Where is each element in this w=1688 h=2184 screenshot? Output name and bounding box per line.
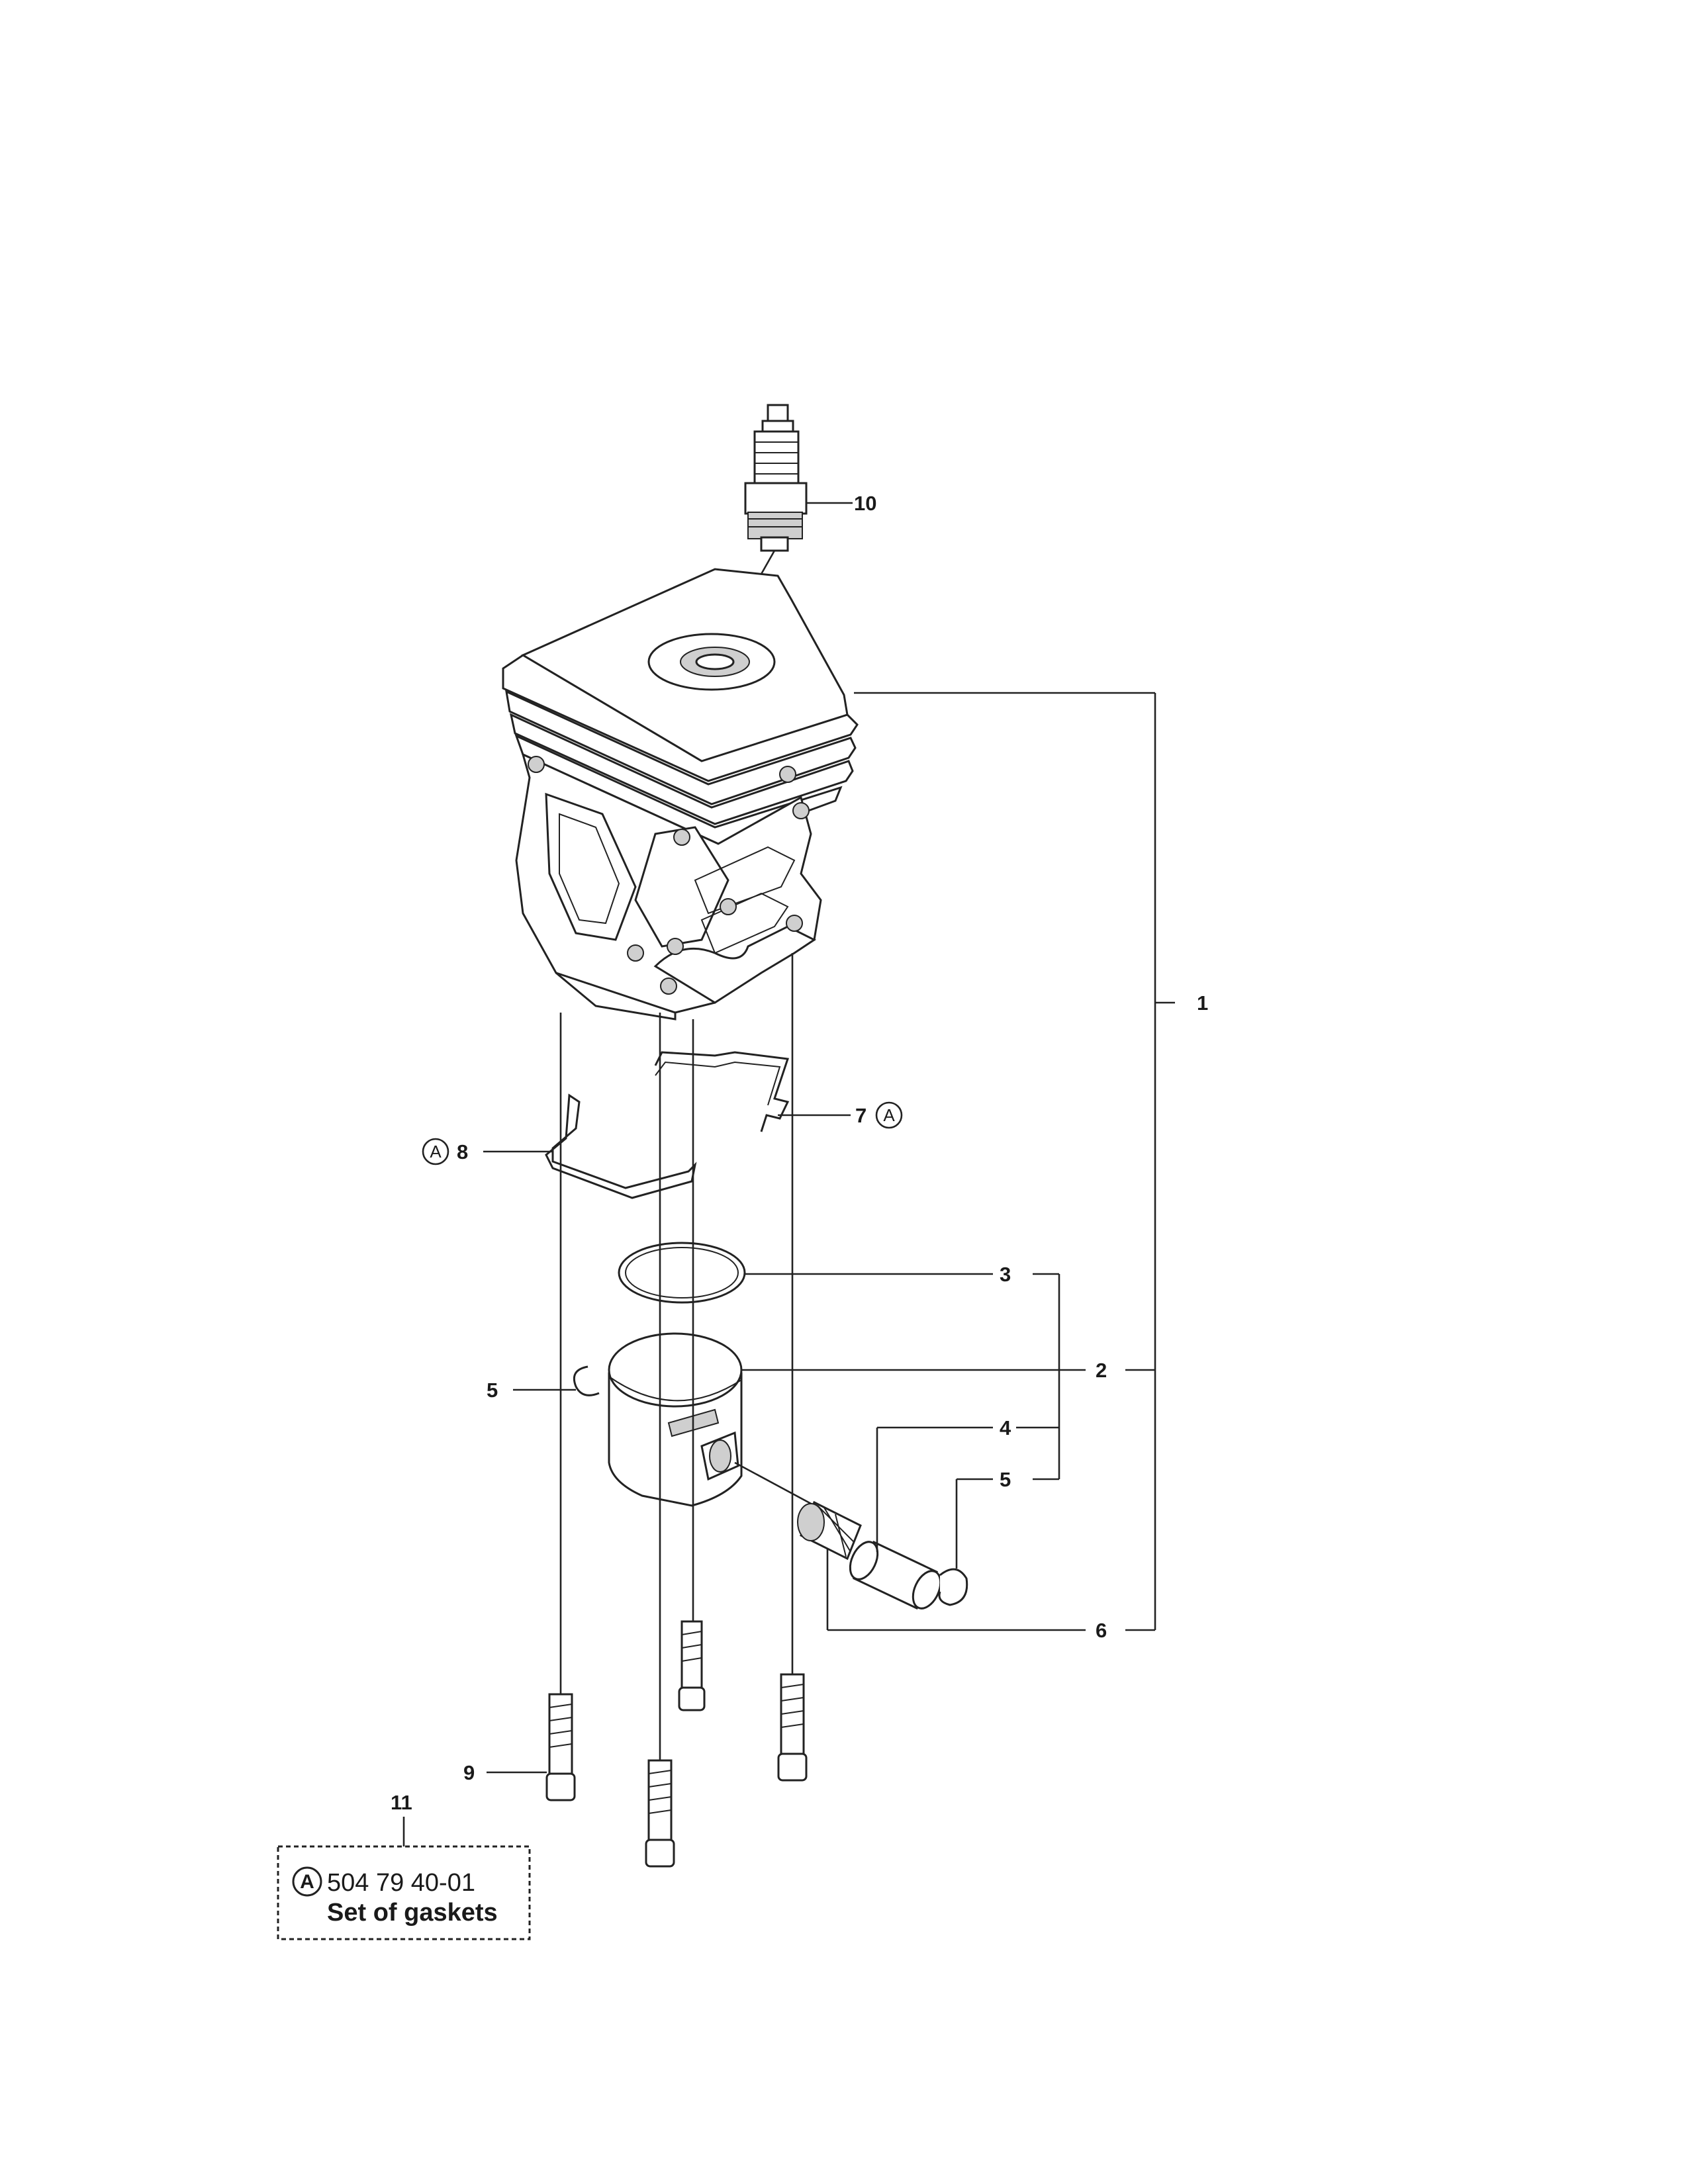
gasket-kit-part-number: 504 79 40-01: [327, 1869, 475, 1897]
piston-ring: [618, 1242, 746, 1304]
circlip-right: [938, 1568, 968, 1606]
gasket-kit-marker-7: [875, 1101, 903, 1129]
gasket-kit-marker-7-label: A: [883, 1105, 895, 1125]
gasket-kit-marker: [292, 1866, 322, 1897]
callout-8: 8: [457, 1140, 468, 1163]
bolt-2: [645, 1759, 675, 1868]
circlip-left: [573, 1365, 600, 1396]
piston-pin: [849, 1541, 942, 1610]
piston: [608, 1332, 743, 1507]
callout-2: 2: [1096, 1359, 1107, 1382]
callout-3: 3: [1000, 1263, 1011, 1286]
gasket-kit-box: A 504 79 40-01 Set of gaskets: [277, 1845, 531, 1940]
gasket-7: [654, 1051, 790, 1132]
spark-plug: [744, 404, 808, 552]
callout-5-left: 5: [487, 1379, 498, 1402]
gasket-kit-marker-8-label: A: [430, 1142, 442, 1161]
callout-6: 6: [1096, 1619, 1107, 1642]
callout-1: 1: [1197, 991, 1208, 1015]
callout-9: 9: [463, 1761, 475, 1784]
gasket-8: [545, 1093, 697, 1199]
gasket-kit-description: Set of gaskets: [327, 1899, 498, 1927]
gasket-kit-marker-8: [422, 1138, 449, 1165]
callout-4: 4: [1000, 1416, 1011, 1439]
bolt-4: [777, 1673, 808, 1782]
bolt-3: [678, 1620, 706, 1711]
gasket-kit-marker-label: A: [300, 1871, 314, 1893]
needle-bearing: [734, 1461, 862, 1561]
cylinder: [502, 568, 859, 1021]
bolt-1: [545, 1693, 576, 1801]
callout-10: 10: [854, 492, 876, 515]
callout-5-right: 5: [1000, 1468, 1011, 1491]
callout-7: 7: [855, 1104, 867, 1127]
callout-11: 11: [391, 1791, 412, 1814]
